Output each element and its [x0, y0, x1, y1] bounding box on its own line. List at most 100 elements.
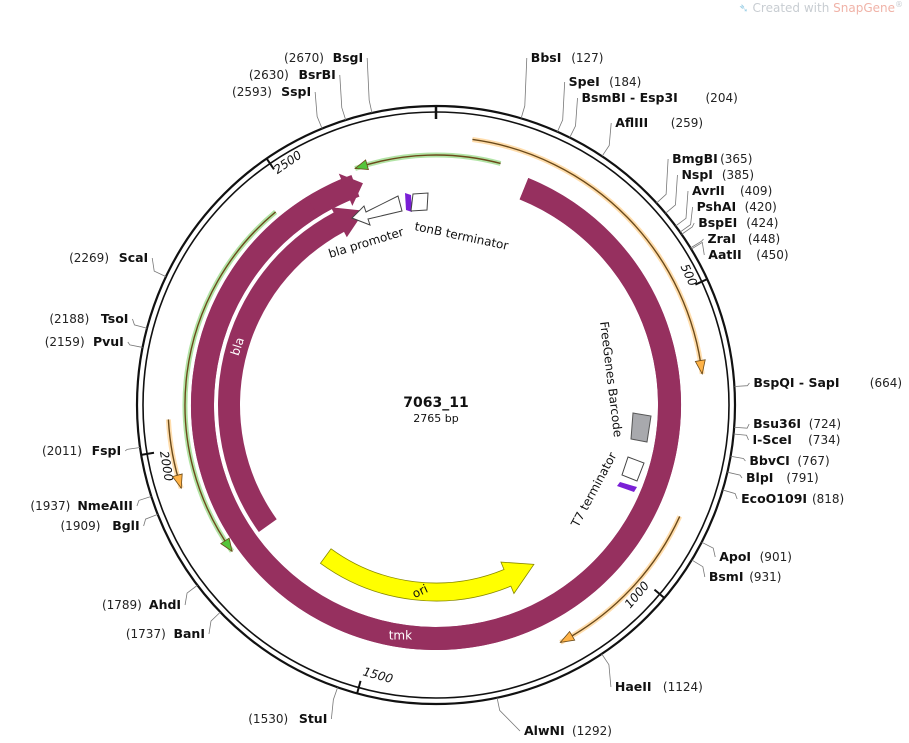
site-name: AlwNI [524, 723, 565, 738]
t7-terminator-label: T7 terminator [568, 450, 620, 530]
site-position: (127) [571, 51, 603, 65]
site-leader [569, 97, 578, 138]
site-name: AflIII [615, 115, 648, 130]
site-position: (818) [812, 492, 844, 506]
backbone-tick-label: 1500 [361, 664, 395, 686]
site-nmeaiii: NmeAIII(1937) [30, 496, 152, 513]
site-position: (734) [808, 433, 840, 447]
site-position: (259) [671, 116, 703, 130]
orf-orange-lower-head [559, 630, 576, 643]
site-pshai: PshAI(420) [679, 199, 777, 233]
site-leader [520, 57, 528, 119]
site-name: BsmI [709, 569, 744, 584]
site-blpi: BlpI (791) [727, 470, 819, 485]
site-leader [132, 318, 148, 329]
site-nspi: NspI (385) [665, 167, 754, 214]
site-name: BlpI [746, 470, 773, 485]
site-name: FspI [92, 443, 122, 458]
site-leader [733, 433, 749, 441]
site-alwni: AlwNI(1292) [496, 697, 612, 738]
site-apoi: ApoI(901) [701, 541, 792, 564]
backbone-tick-label: 2000 [157, 450, 176, 483]
site-position: (409) [740, 184, 772, 198]
site-position: (2011) [42, 444, 82, 458]
tonb-terminator-label: tonB terminator [413, 219, 509, 253]
watermark-prefix: Created with [752, 1, 830, 15]
watermark-mark: ® [895, 0, 903, 9]
site-position: (767) [797, 454, 829, 468]
bla-promoter-feature [351, 195, 403, 226]
site-scai: ScaI(2269) [69, 250, 167, 278]
site-name: TsoI [101, 311, 129, 326]
site-bspqi-sapi: BspQI - SapI(664) [734, 375, 902, 390]
site-sspi: SspI(2593) [232, 84, 323, 129]
site-leader [496, 697, 521, 732]
center-group: 7063_11 2765 bp [403, 395, 468, 425]
site-pvui: PvuI(2159) [45, 334, 143, 349]
site-position: (448) [748, 232, 780, 246]
site-bsgi: BsgI(2670) [284, 50, 373, 114]
site-position: (1909) [61, 519, 101, 533]
site-fspi: FspI (2011) [42, 443, 141, 458]
plasmid-name: 7063_11 [403, 395, 468, 411]
ori-feature [319, 548, 535, 602]
site-bspei: BspEI(424) [681, 215, 778, 235]
site-leader [730, 455, 746, 462]
site-leader [665, 174, 678, 214]
site-leader [330, 687, 339, 720]
site-name: BglI [112, 518, 139, 533]
primer-right [617, 482, 637, 492]
site-name: HaeII [615, 679, 652, 694]
orf-green-top-head [354, 159, 369, 170]
site-name: PvuI [93, 334, 124, 349]
backbone-tick [356, 680, 362, 694]
site-bsmbi-esp3i: BsmBI - Esp3I(204) [569, 90, 738, 138]
site-position: (385) [722, 168, 754, 182]
site-leader [722, 489, 738, 500]
site-name: BbvCI [749, 453, 789, 468]
orf-green-left [184, 211, 277, 552]
site-position: (2188) [49, 312, 89, 326]
site-name: Bsu36I [753, 416, 801, 431]
backbone-tick [653, 588, 666, 599]
bla-feature [217, 207, 365, 533]
site-name: BmgBI [672, 151, 718, 166]
site-leader [314, 91, 323, 129]
site-position: (791) [786, 471, 818, 485]
site-leader [734, 382, 750, 387]
site-bmgbi: BmgBI(365) [656, 151, 752, 204]
site-spei: SpeI(184) [557, 74, 641, 132]
site-name: NspI [681, 167, 713, 182]
site-bbsi: BbsI(127) [520, 50, 603, 119]
site-aatii: AatII(450) [690, 241, 789, 262]
site-leader [691, 559, 706, 578]
sites-group: BbsI(127)SpeI(184)BsmBI - Esp3I(204)AflI… [30, 50, 902, 738]
site-position: (2593) [232, 85, 272, 99]
site-position: (450) [756, 248, 788, 262]
bla-label: bla [228, 336, 247, 358]
orf-green-left-head [220, 537, 233, 553]
site-leader [690, 238, 704, 249]
site-position: (2630) [249, 68, 289, 82]
orf-orange-right-head [694, 359, 706, 375]
site-haeii: HaeII(1124) [601, 653, 703, 694]
orf-green-top [354, 154, 501, 170]
site-tsoi: TsoI (2188) [49, 311, 148, 329]
site-leader [656, 158, 669, 204]
site-name: BanI [173, 626, 205, 641]
site-leader [136, 496, 152, 507]
site-name: BspQI - SapI [753, 375, 839, 390]
site-name: AhdI [149, 597, 181, 612]
orf-orange-left-head [171, 473, 183, 490]
site-leader [727, 471, 743, 479]
site-name: BsgI [333, 50, 364, 65]
site-name: AvrII [692, 183, 725, 198]
site-leader [184, 584, 198, 606]
backbone-tick [694, 278, 708, 286]
site-name: StuI [299, 711, 328, 726]
site-position: (365) [720, 152, 752, 166]
orf-orange-lower [560, 516, 681, 643]
site-name: I-SceI [753, 432, 792, 447]
site-position: (1937) [30, 499, 70, 513]
